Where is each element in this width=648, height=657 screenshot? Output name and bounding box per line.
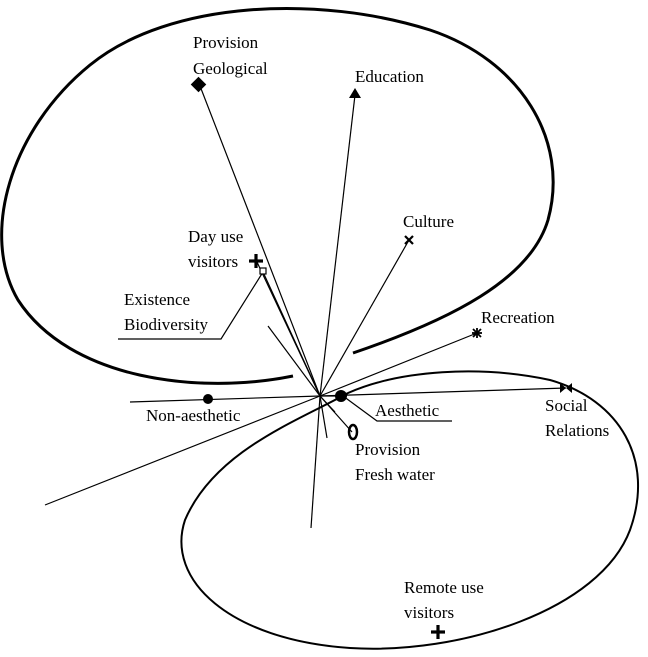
label-aesthetic: Aesthetic [375, 401, 440, 420]
ray-provision-geological [199, 85, 321, 397]
label-fresh-water-line2: Fresh water [355, 465, 435, 484]
label-provision-geological-line2: Geological [193, 59, 268, 78]
ray-small-1 [319, 395, 328, 439]
ray-social [319, 387, 567, 397]
upper-cluster-ellipse [0, 6, 555, 385]
label-day-use-line1: Day use [188, 227, 243, 246]
label-social-line1: Social [545, 396, 588, 415]
label-education: Education [355, 67, 424, 86]
existence-leader [118, 271, 264, 340]
ray-existence [262, 271, 321, 397]
label-social-line2: Relations [545, 421, 609, 440]
ray-recreation [319, 332, 478, 397]
labels: Provision Geological Education Culture D… [124, 33, 609, 622]
label-day-use-line2: visitors [188, 252, 238, 271]
square-marker [259, 267, 267, 275]
ray-education [319, 94, 356, 397]
label-recreation: Recreation [481, 308, 555, 327]
cross-marker-remote [431, 625, 445, 639]
label-fresh-water-line1: Provision [355, 440, 421, 459]
label-remote-line1: Remote use [404, 578, 484, 597]
label-culture: Culture [403, 212, 454, 231]
lower-cluster-ellipse [180, 370, 639, 650]
aesthetic-leader [342, 395, 452, 422]
markers [190, 76, 572, 639]
star-marker [472, 328, 482, 338]
x-marker [404, 235, 414, 245]
ray-culture [319, 239, 410, 397]
circle-marker-non-aesthetic [203, 394, 213, 404]
leader-lines [118, 271, 452, 422]
ray-lower-down [310, 395, 321, 529]
ray-short-upper [267, 325, 321, 397]
label-non-aesthetic: Non-aesthetic [146, 406, 241, 425]
label-existence-line1: Existence [124, 290, 190, 309]
diamond-marker [190, 76, 207, 93]
cross-marker-day-use [249, 254, 263, 268]
bowtie-marker [560, 383, 572, 393]
label-existence-line2: Biodiversity [124, 315, 209, 334]
label-remote-line2: visitors [404, 603, 454, 622]
circle-marker-aesthetic [335, 390, 347, 402]
ray-non-aesthetic [129, 395, 321, 403]
triangle-marker [349, 88, 361, 98]
label-provision-geological-line1: Provision [193, 33, 259, 52]
ray-lower-left [44, 395, 321, 506]
ray-small-2 [319, 395, 336, 413]
vector-rays [44, 85, 567, 529]
ring-marker-fresh-water [347, 423, 359, 441]
